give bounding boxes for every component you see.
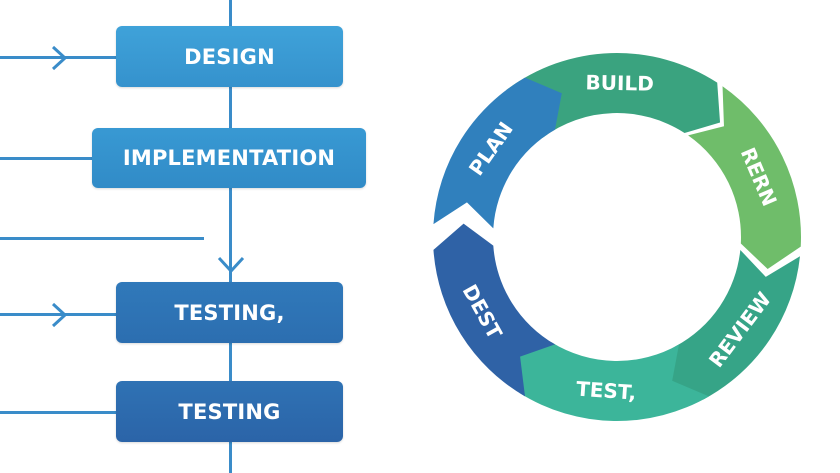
arrow-down-icon: [217, 256, 245, 274]
cycle-segment-label: TEST,: [575, 377, 637, 405]
cycle-segment-test: [515, 342, 709, 421]
step-label: DESIGN: [184, 44, 275, 69]
cycle-segment-plan: [433, 77, 562, 229]
input-line-middle: [0, 237, 204, 240]
flow-spine-line: [229, 0, 232, 473]
step-implementation: IMPLEMENTATION: [92, 128, 366, 188]
cycle-segment-dest: [433, 223, 555, 397]
cycle-segment-label: BUILD: [585, 70, 654, 95]
flowchart: DESIGN IMPLEMENTATION TESTING, TESTING: [0, 0, 366, 473]
cycle-segment-build: [506, 53, 721, 138]
arrow-right-icon: [51, 45, 68, 71]
input-line-testing-1: [0, 313, 117, 316]
input-line-design: [0, 56, 117, 59]
step-design: DESIGN: [116, 26, 343, 87]
step-label: TESTING: [178, 399, 281, 424]
cycle-segment-review: [667, 249, 800, 400]
input-line-implementation: [0, 157, 93, 160]
step-label: IMPLEMENTATION: [122, 146, 336, 170]
step-label: TESTING,: [174, 300, 285, 325]
step-testing-comma: TESTING,: [116, 282, 343, 343]
cycle-segment-rern: [688, 86, 802, 270]
input-line-testing-2: [0, 411, 117, 414]
arrow-right-icon: [51, 302, 68, 328]
step-testing: TESTING: [116, 381, 343, 442]
